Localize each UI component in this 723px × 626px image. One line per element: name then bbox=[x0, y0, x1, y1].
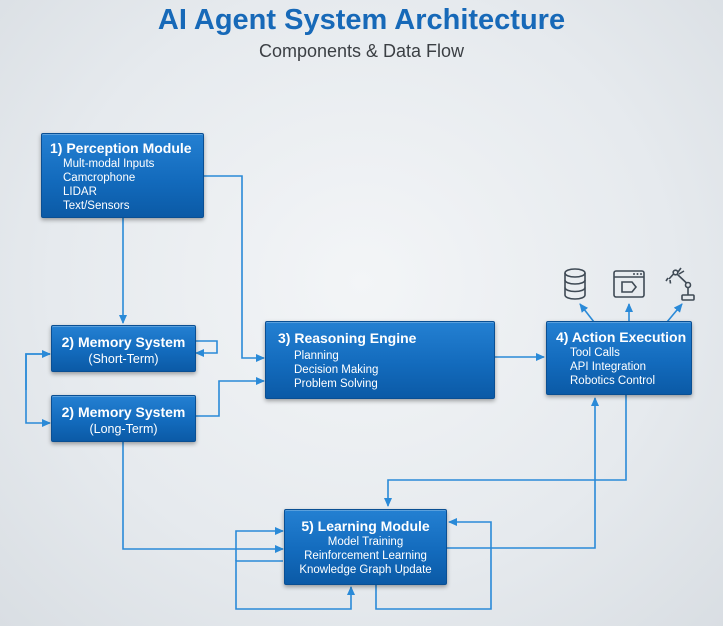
browser-window-icon bbox=[613, 270, 645, 298]
learning-item: Model Training bbox=[327, 536, 404, 548]
learning-module-title: 5) Learning Module bbox=[301, 518, 430, 534]
action-execution-title: 4) Action Execution bbox=[556, 329, 687, 345]
reasoning-engine-box[interactable]: 3) Reasoning Engine Planning Decision Ma… bbox=[265, 321, 495, 399]
memory-short-term-box[interactable]: 2) Memory System (Short-Term) bbox=[51, 325, 196, 372]
memory-short-term-title: 2) Memory System bbox=[61, 334, 186, 350]
reasoning-engine-title: 3) Reasoning Engine bbox=[278, 330, 417, 346]
action-execution-box[interactable]: 4) Action Execution Tool Calls API Integ… bbox=[546, 321, 692, 395]
edge-learning-right-loop bbox=[375, 518, 492, 610]
memory-long-term-box[interactable]: 2) Memory System (Long-Term) bbox=[51, 395, 196, 442]
action-item: Robotics Control bbox=[570, 375, 656, 387]
perception-item: Mult-modal Inputs bbox=[63, 158, 155, 170]
edge-memory-long-to-short bbox=[25, 350, 51, 390]
memory-long-term-subtitle: (Long-Term) bbox=[89, 422, 158, 436]
edge-learning-left-loop-in bbox=[235, 527, 284, 561]
edge-memory-long-to-reasoning bbox=[196, 377, 265, 417]
reasoning-item: Decision Making bbox=[294, 364, 379, 376]
perception-item: Camcrophone bbox=[63, 172, 136, 184]
reasoning-item: Planning bbox=[294, 350, 339, 362]
edge-learning-left-loop bbox=[235, 560, 355, 610]
perception-item: LIDAR bbox=[63, 186, 97, 198]
memory-long-term-title: 2) Memory System bbox=[61, 404, 186, 420]
learning-module-box[interactable]: 5) Learning Module Model Training Reinfo… bbox=[284, 509, 447, 585]
edge-memory-short-loop bbox=[195, 340, 218, 357]
edge-action-to-database bbox=[579, 303, 595, 323]
action-item: API Integration bbox=[570, 361, 647, 373]
perception-item: Text/Sensors bbox=[63, 200, 130, 212]
learning-item: Reinforcement Learning bbox=[304, 550, 427, 562]
edge-action-to-robot bbox=[666, 303, 683, 323]
perception-module-box[interactable]: 1) Perception Module Mult-modal Inputs C… bbox=[41, 133, 204, 218]
page-subtitle: Components & Data Flow bbox=[258, 41, 465, 61]
robot-arm-icon bbox=[665, 267, 695, 301]
edge-perception-to-reasoning bbox=[204, 175, 265, 362]
edge-action-to-learning bbox=[384, 395, 627, 507]
edge-memory-long-to-learning bbox=[122, 442, 284, 553]
reasoning-item: Problem Solving bbox=[294, 378, 378, 390]
memory-short-term-subtitle: (Short-Term) bbox=[88, 352, 159, 366]
learning-item: Knowledge Graph Update bbox=[299, 564, 432, 576]
page-title: AI Agent System Architecture bbox=[157, 4, 566, 36]
edge-memory-short-to-long bbox=[25, 353, 51, 427]
database-icon bbox=[564, 268, 586, 300]
perception-module-title: 1) Perception Module bbox=[50, 140, 192, 156]
action-item: Tool Calls bbox=[570, 347, 620, 359]
edge-learning-to-action bbox=[447, 397, 599, 549]
